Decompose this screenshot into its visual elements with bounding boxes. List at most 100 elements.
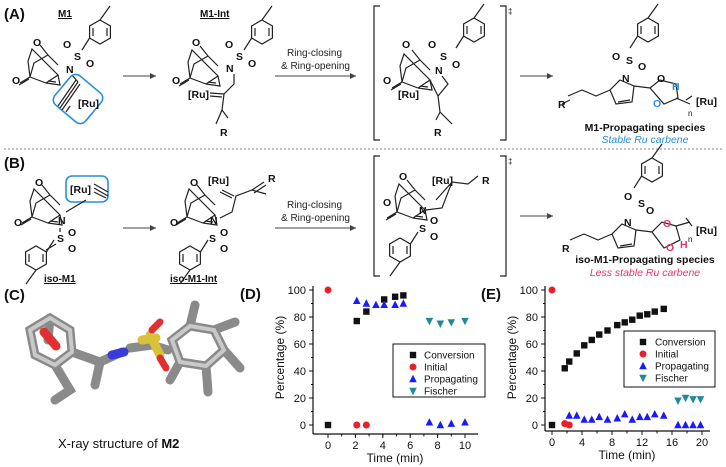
data-point-propagating <box>620 410 629 418</box>
y-axis-label: Percentage (%) <box>505 316 519 399</box>
structure-m1-int: M1-Int S O O N O O [Ru] R <box>172 5 273 139</box>
atom-n: N <box>226 63 234 75</box>
x-tick-label: 6 <box>407 440 413 452</box>
data-point-propagating <box>380 300 388 309</box>
compound-label-iso-m1-int: iso-M1-Int <box>170 274 218 285</box>
atom-o: O <box>638 61 646 73</box>
data-point-conversion <box>588 336 595 344</box>
atom-s: S <box>74 51 81 63</box>
atom-o: O <box>220 227 228 239</box>
atom-s: S <box>57 233 64 245</box>
data-point-conversion <box>621 319 628 326</box>
atom-h-highlight: H <box>680 239 688 251</box>
atom-n: N <box>58 215 66 227</box>
data-point-fischer <box>436 320 445 328</box>
atom-o: O <box>430 215 438 227</box>
atom-o: O <box>86 58 94 70</box>
highlight-box <box>65 175 109 203</box>
legend-label: Initial <box>424 363 447 374</box>
legend-marker <box>639 350 647 358</box>
atom-o: O <box>383 75 391 87</box>
atom-o: O <box>35 177 43 189</box>
atom-o-highlight: O <box>663 218 671 230</box>
panel-label-b: (B) <box>4 155 25 172</box>
atom-r: R <box>482 175 490 187</box>
data-point-propagating <box>613 414 622 422</box>
x-tick-label: 4 <box>579 437 585 449</box>
data-point-propagating <box>362 299 371 307</box>
atom-o: O <box>399 171 407 183</box>
x-tick-label: 20 <box>696 437 708 449</box>
product-note: Less stable Ru carbene <box>590 267 700 279</box>
data-point-conversion <box>353 317 360 325</box>
y-tick-label: 80 <box>526 312 538 324</box>
legend-marker <box>409 374 417 383</box>
data-point-propagating <box>696 420 705 429</box>
legend-marker <box>409 387 417 396</box>
data-point-initial <box>548 286 556 294</box>
legend-marker <box>409 351 417 359</box>
highlight-box <box>52 73 104 125</box>
xray-structure-image <box>24 300 245 405</box>
legend-marker <box>639 338 647 346</box>
data-point-initial <box>565 421 573 429</box>
atom-s: S <box>626 55 633 67</box>
legend-label: Fischer <box>424 387 457 398</box>
data-point-propagating <box>565 411 574 419</box>
atom-o-highlight: O <box>653 98 661 110</box>
step-label-line1: Ring-closing <box>287 200 342 211</box>
atom-n: N <box>210 215 218 227</box>
legend-label: Conversion <box>424 351 475 362</box>
atom-s: S <box>209 233 216 245</box>
structure-iso-m1-int: O O N [Ru] R S O O iso-M1-Int <box>170 173 276 285</box>
legend-marker <box>639 374 647 383</box>
x-tick-label: 10 <box>459 440 471 452</box>
y-tick-label: 100 <box>520 285 538 297</box>
data-point-conversion <box>561 365 568 372</box>
double-dagger: ‡ <box>508 7 512 16</box>
atom-ru: [Ru] <box>432 175 453 187</box>
atom-o: O <box>12 75 20 87</box>
atom-o: O <box>14 217 22 229</box>
atom-o: O <box>192 37 200 49</box>
double-dagger: ‡ <box>508 157 512 166</box>
transition-state-a: ‡ S O O N O O [Ru] R <box>373 3 512 141</box>
atom-o: O <box>248 58 256 70</box>
atom-ru: [Ru] <box>398 89 419 101</box>
y-tick-label: 100 <box>288 285 306 297</box>
data-point-initial <box>362 421 370 429</box>
data-point-fischer <box>447 319 456 327</box>
legend-label: Propagating <box>424 375 478 386</box>
atom-o: O <box>170 217 178 229</box>
data-point-conversion <box>644 311 651 318</box>
data-point-initial <box>353 421 361 429</box>
y-tick-label: 20 <box>294 393 306 405</box>
atom-r: R <box>562 243 570 255</box>
panel-label-c: (C) <box>4 287 25 304</box>
atom-o: O <box>428 39 436 51</box>
data-point-propagating <box>689 420 697 429</box>
data-point-propagating <box>391 300 399 309</box>
data-point-fischer <box>681 394 690 403</box>
product-note: Stable Ru carbene <box>602 134 689 146</box>
data-point-propagating <box>572 411 581 419</box>
data-point-conversion <box>596 331 603 338</box>
atom-n: N <box>419 205 427 217</box>
data-point-propagating <box>635 412 644 421</box>
x-tick-label: 8 <box>435 440 441 452</box>
data-point-propagating <box>643 412 652 421</box>
compound-label-m1: M1 <box>58 9 72 20</box>
data-point-conversion <box>614 321 621 329</box>
legend-marker <box>409 363 417 371</box>
y-tick-label: 20 <box>526 393 538 405</box>
atom-o: O <box>646 205 654 217</box>
panel-label-d: (D) <box>240 286 261 303</box>
panel-c: (C) X-ray structure of M2 <box>4 287 245 451</box>
data-point-propagating <box>603 415 612 423</box>
data-point-conversion <box>548 421 556 429</box>
data-point-propagating <box>659 411 668 419</box>
data-point-propagating <box>628 415 637 423</box>
caption-text: X-ray structure of <box>58 436 161 451</box>
